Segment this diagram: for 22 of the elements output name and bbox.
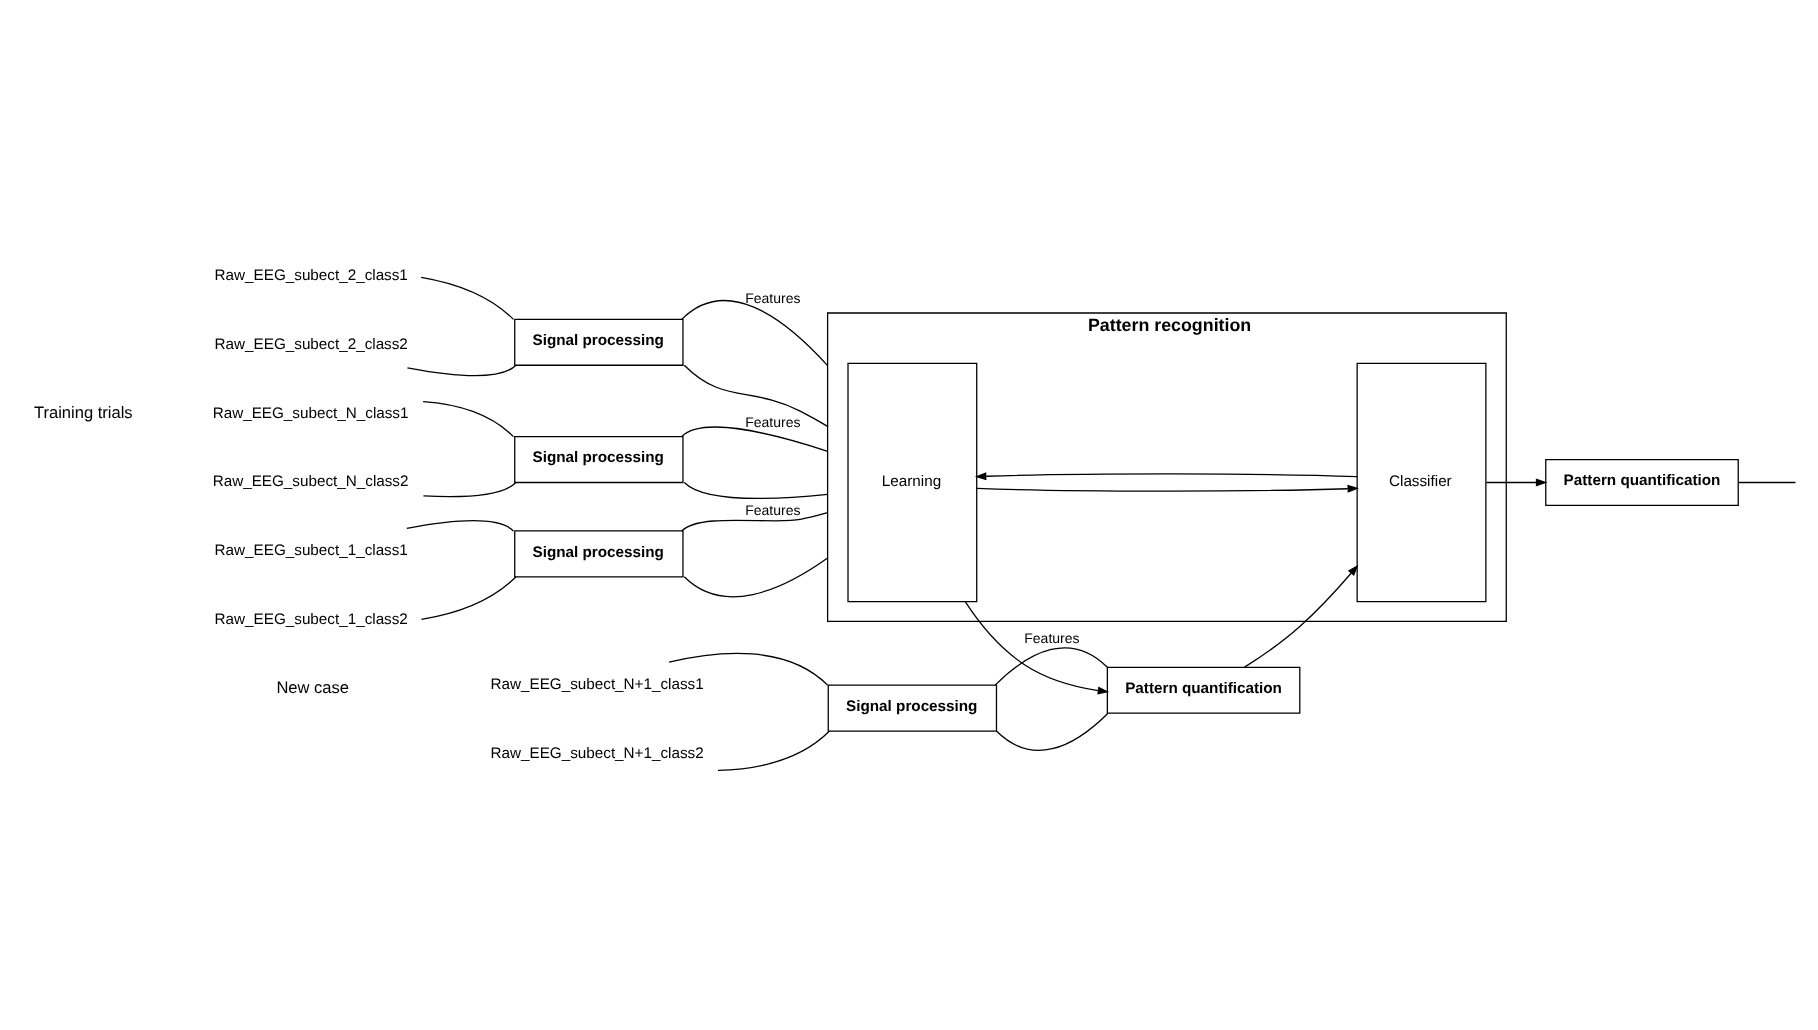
- connector: [420, 276, 515, 320]
- connector: [683, 364, 829, 427]
- arrow: [974, 472, 1358, 481]
- connector: [681, 300, 829, 367]
- arrow: [1243, 564, 1359, 668]
- connector: [683, 481, 829, 499]
- connector: [717, 730, 831, 772]
- connector: [681, 426, 829, 452]
- connector: [422, 401, 515, 438]
- arrow: [964, 601, 1110, 695]
- connector: [683, 557, 829, 598]
- connector: [995, 712, 1109, 751]
- arrow: [1485, 478, 1548, 487]
- connector: [420, 576, 517, 621]
- connector: [681, 511, 829, 532]
- arrow: [976, 484, 1360, 493]
- connector: [406, 520, 515, 532]
- connector: [406, 364, 517, 377]
- connector: [994, 647, 1108, 686]
- connector: [1737, 481, 1797, 484]
- connector: [668, 652, 829, 686]
- connector: [422, 481, 517, 498]
